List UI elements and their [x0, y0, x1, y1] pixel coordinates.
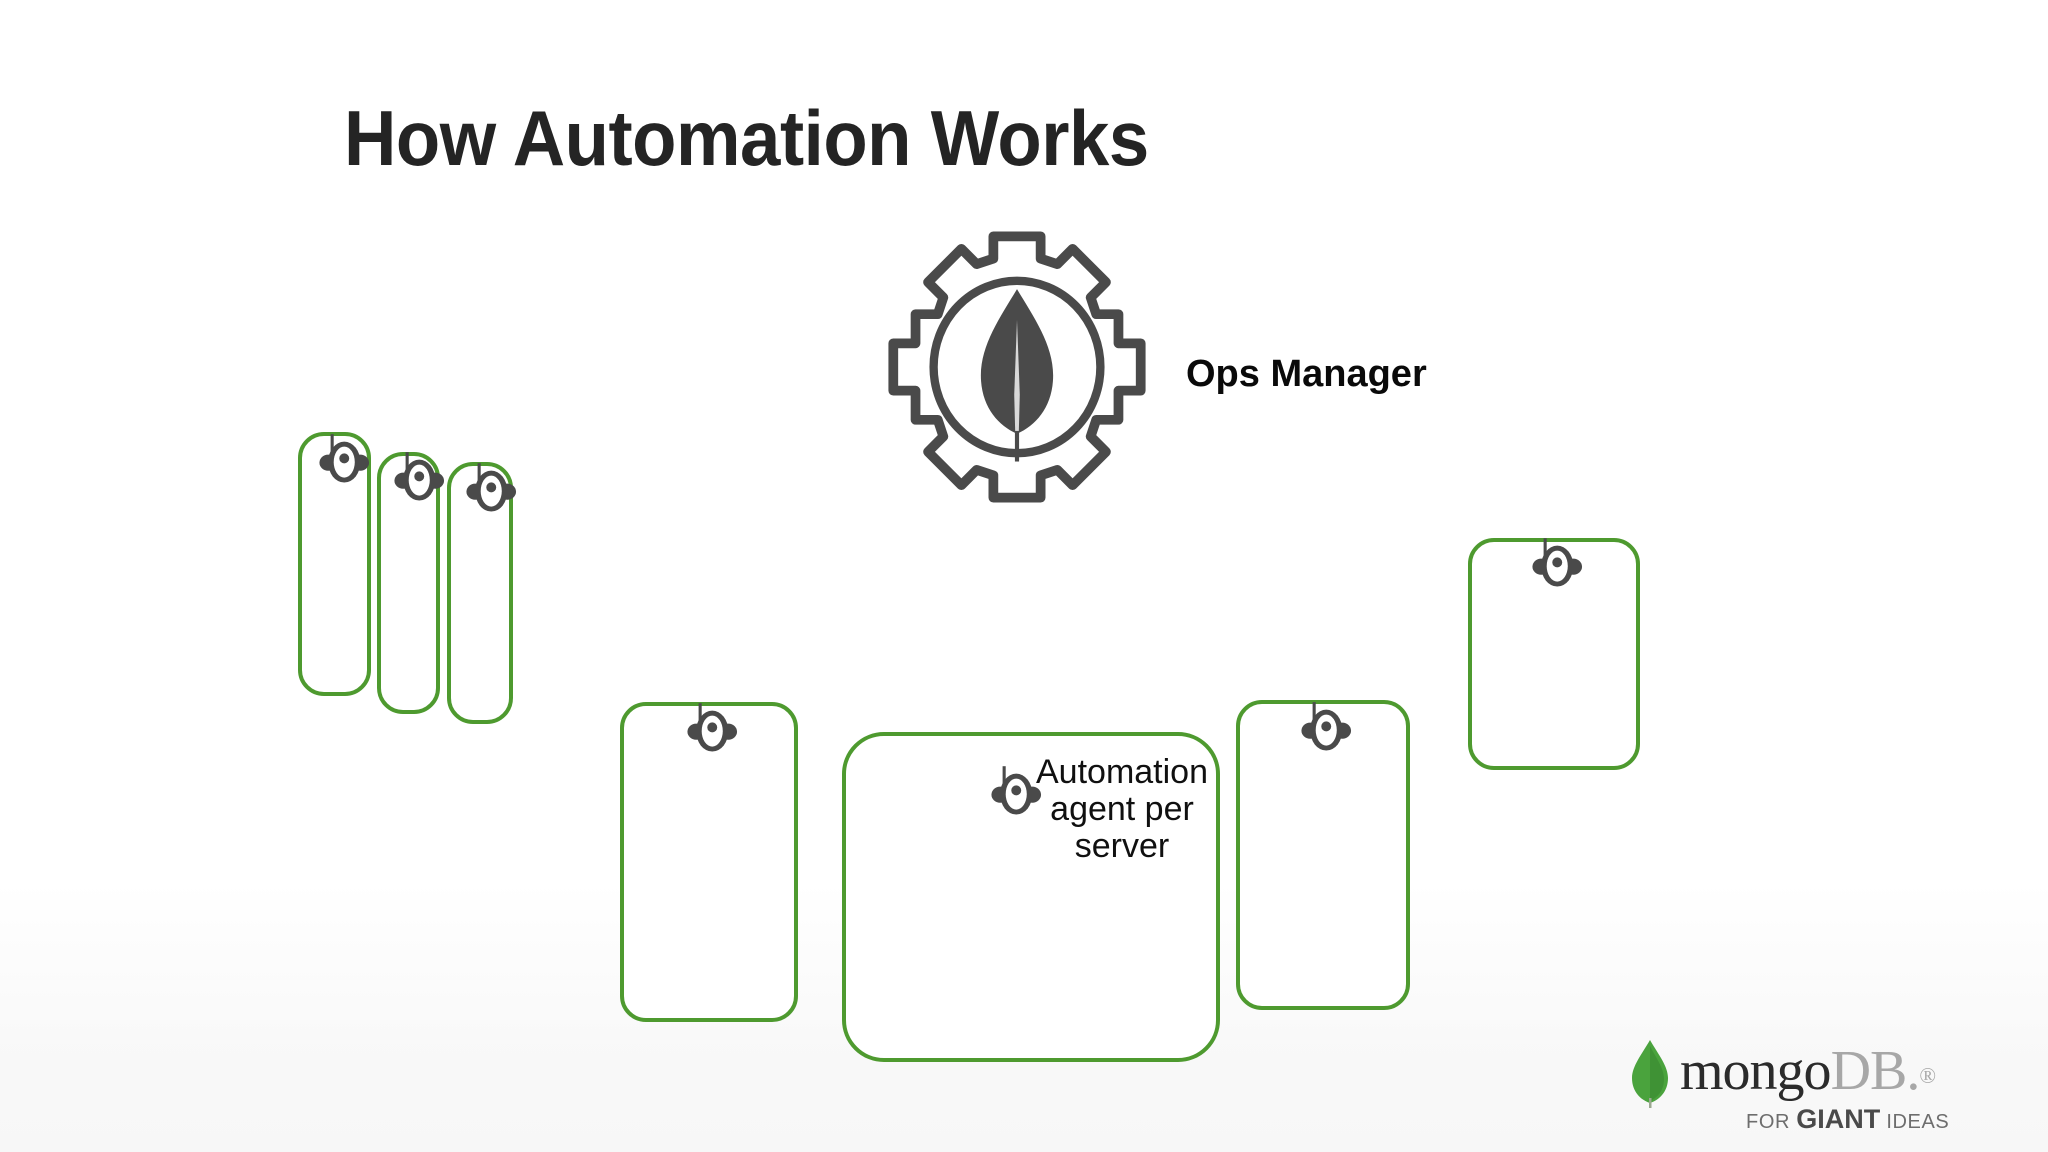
automation-agent-robot-icon: [387, 446, 449, 508]
wordmark-mongo: mongo: [1680, 1040, 1832, 1102]
server-card-6[interactable]: [1236, 700, 1410, 1010]
wordmark-period: .: [1906, 1040, 1920, 1102]
automation-agent-robot-icon: [984, 760, 1046, 822]
ops-manager-gear-icon: [878, 228, 1156, 506]
wordmark-db: DB: [1830, 1040, 1908, 1102]
server-card-5[interactable]: Automation agent per server: [842, 732, 1220, 1062]
server-card-4[interactable]: [620, 702, 798, 1022]
mongodb-leaf-icon: [1628, 1040, 1672, 1108]
mongodb-logo: mongoDB.® FOR GIANT IDEAS: [1628, 1036, 1966, 1136]
registered-mark: ®: [1919, 1063, 1936, 1088]
automation-agent-robot-icon: [312, 428, 374, 490]
automation-agent-robot-icon: [1294, 696, 1356, 758]
server-card-3[interactable]: [447, 462, 517, 724]
automation-agent-robot-icon: [459, 457, 521, 519]
ops-manager-label: Ops Manager: [1186, 353, 1427, 395]
automation-agent-robot-icon: [680, 697, 742, 759]
server-card-2[interactable]: [377, 452, 445, 714]
tagline-emphasis: GIANT: [1796, 1104, 1881, 1134]
page-title: How Automation Works: [344, 94, 1149, 182]
automation-agent-robot-icon: [1525, 532, 1587, 594]
server-card-7[interactable]: [1468, 538, 1640, 770]
automation-agent-caption: Automation agent per server: [1036, 753, 1208, 865]
server-card-1[interactable]: [298, 432, 371, 696]
tagline-prefix: FOR: [1746, 1111, 1797, 1133]
tagline-suffix: IDEAS: [1880, 1111, 1950, 1133]
mongodb-wordmark: mongoDB.®: [1680, 1040, 1936, 1105]
mongodb-tagline: FOR GIANT IDEAS: [1746, 1104, 1949, 1135]
